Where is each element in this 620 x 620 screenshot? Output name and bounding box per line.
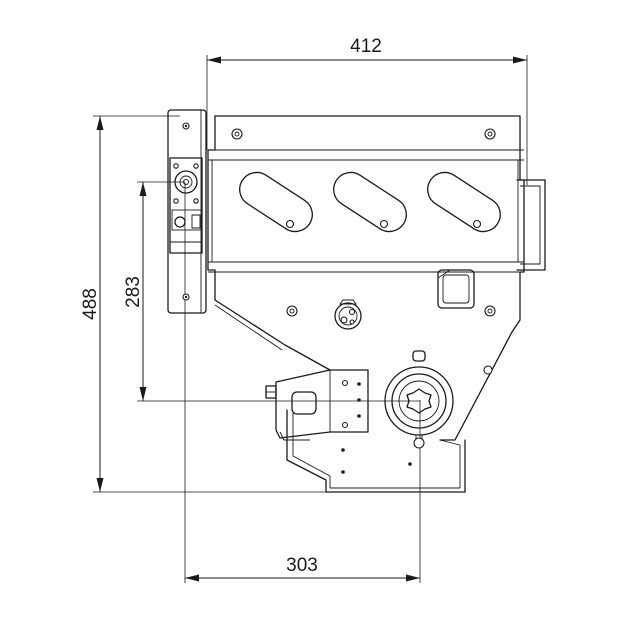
oval-slots [239, 171, 501, 233]
main-plate [207, 115, 525, 441]
oval-slot-1 [239, 171, 313, 233]
lever-square-slot [291, 391, 317, 415]
dimension-label-412: 412 [350, 36, 382, 57]
right-side-bracket [516, 179, 546, 271]
shaft-star [406, 388, 432, 414]
oval-slot-3 [427, 171, 501, 233]
plate-hole-top-left [231, 128, 243, 140]
round-flange [384, 350, 454, 449]
plate-hole-mid-left [286, 305, 298, 317]
left-vertical-bracket [167, 109, 207, 314]
dimension-label-283: 283 [123, 276, 144, 308]
oval-slot-2 [333, 171, 407, 233]
dimension-label-303: 303 [286, 555, 318, 576]
center-knob [334, 299, 362, 330]
plate-hole-lower-right [483, 365, 493, 375]
plate-hole-mid-right [484, 305, 496, 317]
plate-hole-top-right [484, 128, 496, 140]
square-window [437, 269, 475, 309]
left-bracket-gear [174, 170, 198, 194]
lever-arm [265, 369, 369, 441]
dimension-label-488: 488 [80, 288, 101, 320]
lower-housing [286, 382, 466, 493]
dimension-height-total: 488 [80, 115, 330, 493]
dimension-width-top: 412 [206, 36, 528, 185]
left-bracket-hook-pin [174, 216, 186, 228]
dimension-height-inner: 283 [123, 181, 420, 402]
dimension-width-bottom: 303 [184, 182, 421, 583]
